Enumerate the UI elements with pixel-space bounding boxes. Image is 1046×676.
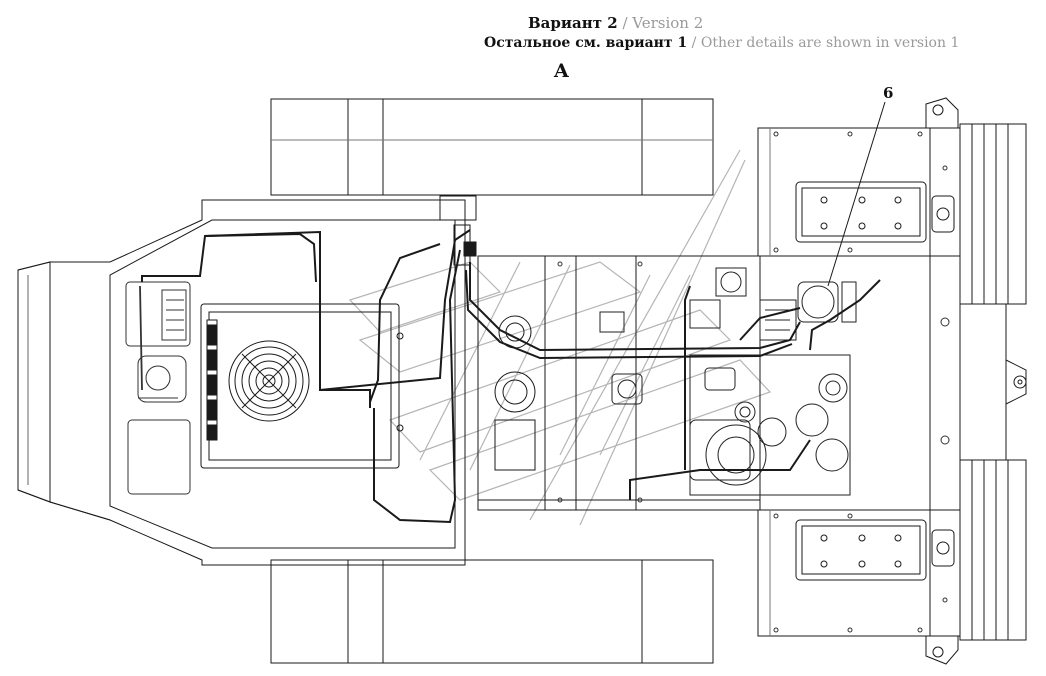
battery-lower — [795, 519, 955, 581]
variant-title: Вариант 2 / Version 2 — [528, 14, 703, 32]
cab-interior — [125, 281, 191, 495]
callout-6-leader — [827, 101, 886, 287]
watermark-logo — [348, 149, 772, 526]
radiator — [200, 303, 404, 469]
mount-points — [557, 131, 950, 633]
battery-upper — [795, 181, 955, 243]
cab-frame — [17, 199, 466, 566]
variant-note-sep: / — [687, 35, 701, 51]
upper-track — [270, 98, 714, 196]
cab-hoses — [141, 229, 471, 524]
engine-assembly — [599, 267, 857, 496]
variant-title-ru: Вариант 2 — [528, 14, 618, 32]
callout-label-6: 6 — [883, 84, 894, 102]
rear-frame — [757, 97, 961, 665]
engine-hoses — [465, 262, 881, 500]
variant-note-en: Other details are shown in version 1 — [700, 35, 960, 51]
variant-title-sep: / — [617, 14, 633, 32]
hinge-block — [439, 195, 477, 266]
variant-note-ru: Остальное см. вариант 1 — [484, 35, 688, 51]
lower-track — [270, 559, 714, 664]
counterweight — [959, 123, 1027, 641]
frame-body — [477, 255, 961, 511]
variant-title-en: Version 2 — [632, 14, 704, 32]
view-label: A — [554, 60, 569, 82]
variant-note: Остальное см. вариант 1 / Other details … — [484, 35, 959, 51]
